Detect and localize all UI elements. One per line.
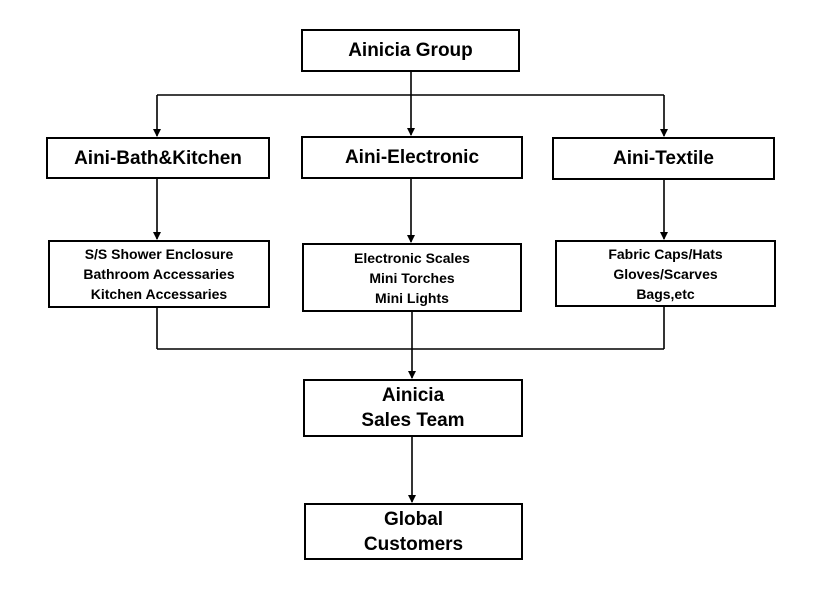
- node-textile-products: Fabric Caps/Hats Gloves/Scarves Bags,etc: [555, 240, 776, 307]
- node-electronic-products: Electronic Scales Mini Torches Mini Ligh…: [302, 243, 522, 312]
- node-label: Ainicia Group: [348, 40, 473, 61]
- node-aini-bath-kitchen: Aini-Bath&Kitchen: [46, 137, 270, 179]
- node-aini-textile: Aini-Textile: [552, 137, 775, 180]
- node-label: Aini-Bath&Kitchen: [74, 147, 242, 169]
- node-label: Aini-Textile: [613, 148, 714, 169]
- product-line: Electronic Scales: [354, 249, 470, 266]
- node-label: Customers: [363, 533, 464, 555]
- node-aini-electronic: Aini-Electronic: [301, 136, 523, 179]
- product-line: Mini Torches: [369, 269, 455, 286]
- node-label: Ainicia: [381, 385, 445, 406]
- product-line: Bathroom Accessaries: [83, 266, 235, 282]
- product-line: Fabric Caps/Hats: [608, 245, 723, 262]
- product-line: Kitchen Accessaries: [90, 286, 228, 302]
- product-line: S/S Shower Enclosure: [84, 246, 234, 262]
- node-label: Sales Team: [361, 410, 465, 431]
- product-line: Bags,etc: [636, 285, 695, 302]
- node-label: Global: [383, 508, 444, 530]
- node-bath-kitchen-products: S/S Shower Enclosure Bathroom Accessarie…: [48, 240, 270, 308]
- node-label: Aini-Electronic: [344, 147, 480, 168]
- product-line: Gloves/Scarves: [613, 265, 718, 282]
- node-ainicia-group: Ainicia Group: [301, 29, 520, 72]
- product-line: Mini Lights: [375, 289, 449, 306]
- node-global-customers: Global Customers: [304, 503, 523, 560]
- node-ainicia-sales-team: Ainicia Sales Team: [303, 379, 523, 437]
